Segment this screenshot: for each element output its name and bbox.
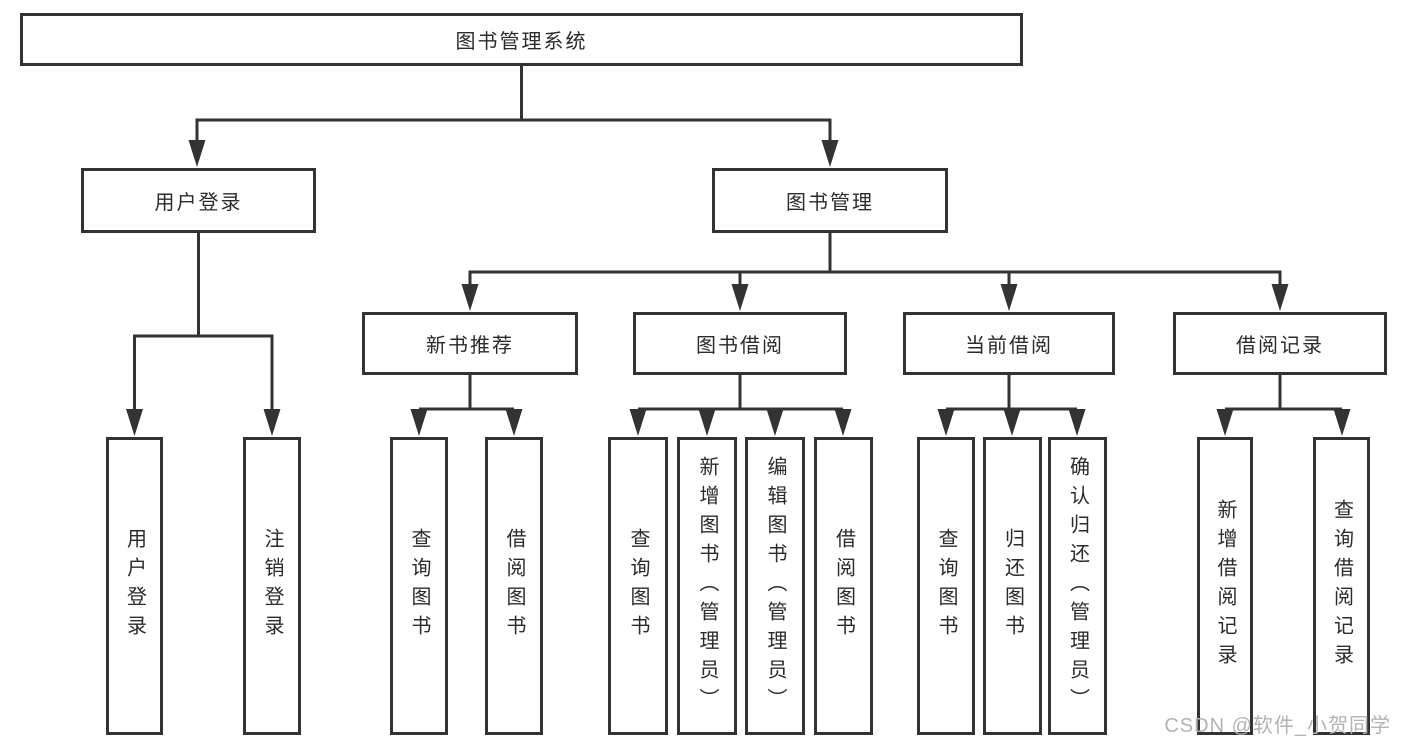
leaf-logout-label: 注销登录 bbox=[261, 528, 283, 644]
leaf-query-books-current: 查询图书 bbox=[917, 437, 975, 735]
leaf-borrow-books-borrow-label: 借阅图书 bbox=[832, 528, 855, 644]
leaf-add-book-admin-label: 新增图书（管理员） bbox=[696, 455, 718, 717]
leaf-edit-book-admin: 编辑图书（管理员） bbox=[745, 437, 805, 735]
leaf-add-borrow-record-label: 新增借阅记录 bbox=[1214, 499, 1236, 673]
leaf-return-book: 归还图书 bbox=[983, 437, 1042, 735]
arrowheads bbox=[126, 140, 1351, 436]
leaf-borrow-books-newbooks: 借阅图书 bbox=[485, 437, 543, 735]
leaf-user-login-label: 用户登录 bbox=[123, 528, 146, 644]
leaf-borrow-books-borrow: 借阅图书 bbox=[814, 437, 873, 735]
leaf-logout: 注销登录 bbox=[243, 437, 301, 735]
leaf-query-borrow-record: 查询借阅记录 bbox=[1313, 437, 1370, 735]
node-root-label: 图书管理系统 bbox=[455, 31, 588, 53]
connector-lines bbox=[133, 64, 1342, 411]
csdn-watermark: CSDN @软件_小贺同学 bbox=[1164, 715, 1391, 737]
node-book-borrow: 图书借阅 bbox=[633, 312, 847, 375]
leaf-user-login: 用户登录 bbox=[106, 437, 163, 735]
leaf-query-books-borrow-label: 查询图书 bbox=[627, 528, 649, 644]
leaf-query-borrow-record-label: 查询借阅记录 bbox=[1330, 499, 1353, 673]
node-user-login-label: 用户登录 bbox=[154, 192, 243, 214]
leaf-return-book-label: 归还图书 bbox=[1001, 528, 1024, 644]
node-borrow-records-label: 借阅记录 bbox=[1236, 335, 1324, 357]
leaf-query-books-borrow: 查询图书 bbox=[608, 437, 668, 735]
node-book-borrow-label: 图书借阅 bbox=[696, 335, 784, 357]
leaf-confirm-return-admin: 确认归还（管理员） bbox=[1048, 437, 1107, 735]
node-current-borrow: 当前借阅 bbox=[903, 312, 1115, 375]
leaf-borrow-books-newbooks-label: 借阅图书 bbox=[503, 528, 525, 644]
leaf-add-borrow-record: 新增借阅记录 bbox=[1197, 437, 1253, 735]
node-root-system: 图书管理系统 bbox=[20, 13, 1023, 66]
leaf-confirm-return-admin-label: 确认归还（管理员） bbox=[1066, 455, 1089, 717]
node-user-login: 用户登录 bbox=[81, 168, 316, 233]
node-book-management: 图书管理 bbox=[712, 168, 948, 233]
leaf-query-books-newbooks: 查询图书 bbox=[390, 437, 448, 735]
node-book-management-label: 图书管理 bbox=[786, 192, 874, 214]
node-current-borrow-label: 当前借阅 bbox=[965, 335, 1053, 357]
node-borrow-records: 借阅记录 bbox=[1173, 312, 1387, 375]
leaf-edit-book-admin-label: 编辑图书（管理员） bbox=[764, 455, 786, 717]
node-new-book-recommend-label: 新书推荐 bbox=[426, 335, 514, 357]
leaf-add-book-admin: 新增图书（管理员） bbox=[677, 437, 737, 735]
node-new-book-recommend: 新书推荐 bbox=[362, 312, 578, 375]
leaf-query-books-current-label: 查询图书 bbox=[935, 528, 957, 644]
leaf-query-books-newbooks-label: 查询图书 bbox=[408, 528, 430, 644]
